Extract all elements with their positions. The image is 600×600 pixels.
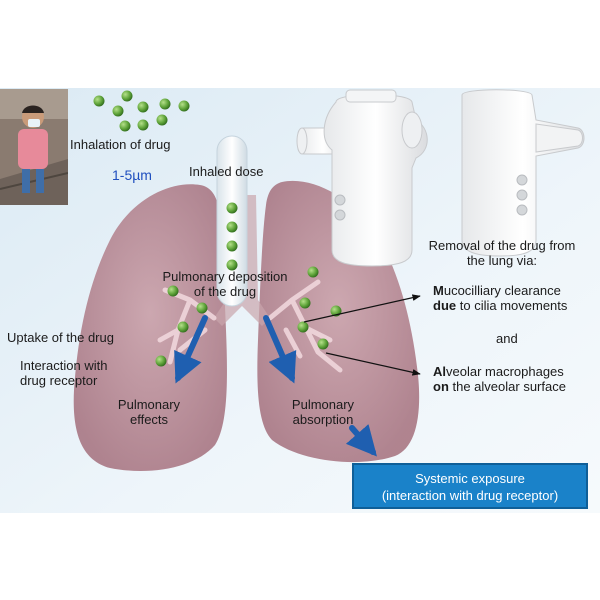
macrophages-line2: the alveolar surface <box>448 379 566 394</box>
particle <box>317 338 329 350</box>
arrow-pulmonary-effects <box>174 315 208 384</box>
particle <box>226 240 238 252</box>
pulmonary-absorption-line1: Pulmonary <box>291 397 355 412</box>
particle <box>167 285 179 297</box>
particle <box>156 114 168 126</box>
pointer-macrophages <box>325 352 421 376</box>
particle <box>121 90 133 102</box>
macrophages-label: Alveolar macrophages on the alveolar sur… <box>433 364 566 394</box>
deposition-label-line2: of the drug <box>193 284 257 299</box>
removal-label-line2: the lung via: <box>466 253 538 268</box>
pulmonary-effects-line1: Pulmonary <box>117 397 181 412</box>
interaction-label-line1: Interaction with <box>20 358 108 373</box>
interaction-label-line2: drug receptor <box>20 373 98 388</box>
interaction-label: Interaction with drug receptor <box>20 358 107 388</box>
systemic-exposure-line1: Systemic exposure <box>415 471 525 486</box>
pulmonary-effects-label: Pulmonary effects <box>104 397 194 427</box>
particle <box>159 98 171 110</box>
particle <box>177 321 189 333</box>
inhaled-dose-label: Inhaled dose <box>189 164 264 179</box>
particle-size-label: 1-5µm <box>112 167 152 183</box>
particle <box>112 105 124 117</box>
pulmonary-absorption-label: Pulmonary absorption <box>278 397 368 427</box>
child-photo <box>0 89 68 205</box>
mucociliary-label: Mucocilliary clearance due to cilia move… <box>433 283 567 313</box>
pulmonary-absorption-line2: absorption <box>292 412 354 427</box>
left-lung <box>73 184 227 472</box>
particle <box>196 302 208 314</box>
removal-label-line1: Removal of the drug from <box>428 238 576 253</box>
particle <box>137 101 149 113</box>
particle <box>155 355 167 367</box>
particle <box>93 95 105 107</box>
flow-arrows <box>174 315 377 457</box>
particle <box>226 259 238 271</box>
and-label: and <box>496 331 518 346</box>
particle <box>299 297 311 309</box>
pointer-mucociliary <box>303 294 421 323</box>
particle <box>137 119 149 131</box>
inhaled-dose-tube <box>216 135 248 307</box>
inhalation-label: Inhalation of drug <box>70 137 171 152</box>
deposition-label-line1: Pulmonary deposition <box>162 269 288 284</box>
deposition-label: Pulmonary deposition of the drug <box>145 269 305 299</box>
particle <box>226 202 238 214</box>
systemic-exposure-line2: (interaction with drug receptor) <box>381 488 559 503</box>
mucociliary-initial: M <box>433 283 444 298</box>
particle <box>307 266 319 278</box>
nebulizer-mouthpiece-icon <box>461 89 585 257</box>
particle <box>178 100 190 112</box>
pointer-arrows <box>303 294 421 376</box>
mucociliary-line1: ucocilliary clearance <box>443 283 561 298</box>
mucociliary-due: due <box>433 298 457 313</box>
mucociliary-line2: to cilia movements <box>456 298 568 313</box>
macrophages-line1: veolar macrophages <box>446 364 564 379</box>
uptake-label: Uptake of the drug <box>7 330 114 345</box>
particle <box>226 221 238 233</box>
macrophages-initial: Al <box>433 364 446 379</box>
pulmonary-effects-line2: effects <box>129 412 169 427</box>
arrow-systemic-exposure <box>345 424 377 457</box>
macrophages-on: on <box>433 379 449 394</box>
nebulizer-device-icon <box>296 89 428 267</box>
particle <box>297 321 309 333</box>
systemic-exposure-box: Systemic exposure (interaction with drug… <box>352 463 588 509</box>
arrow-pulmonary-absorption <box>263 315 297 384</box>
removal-label: Removal of the drug from the lung via: <box>412 238 592 268</box>
particle <box>119 120 131 132</box>
